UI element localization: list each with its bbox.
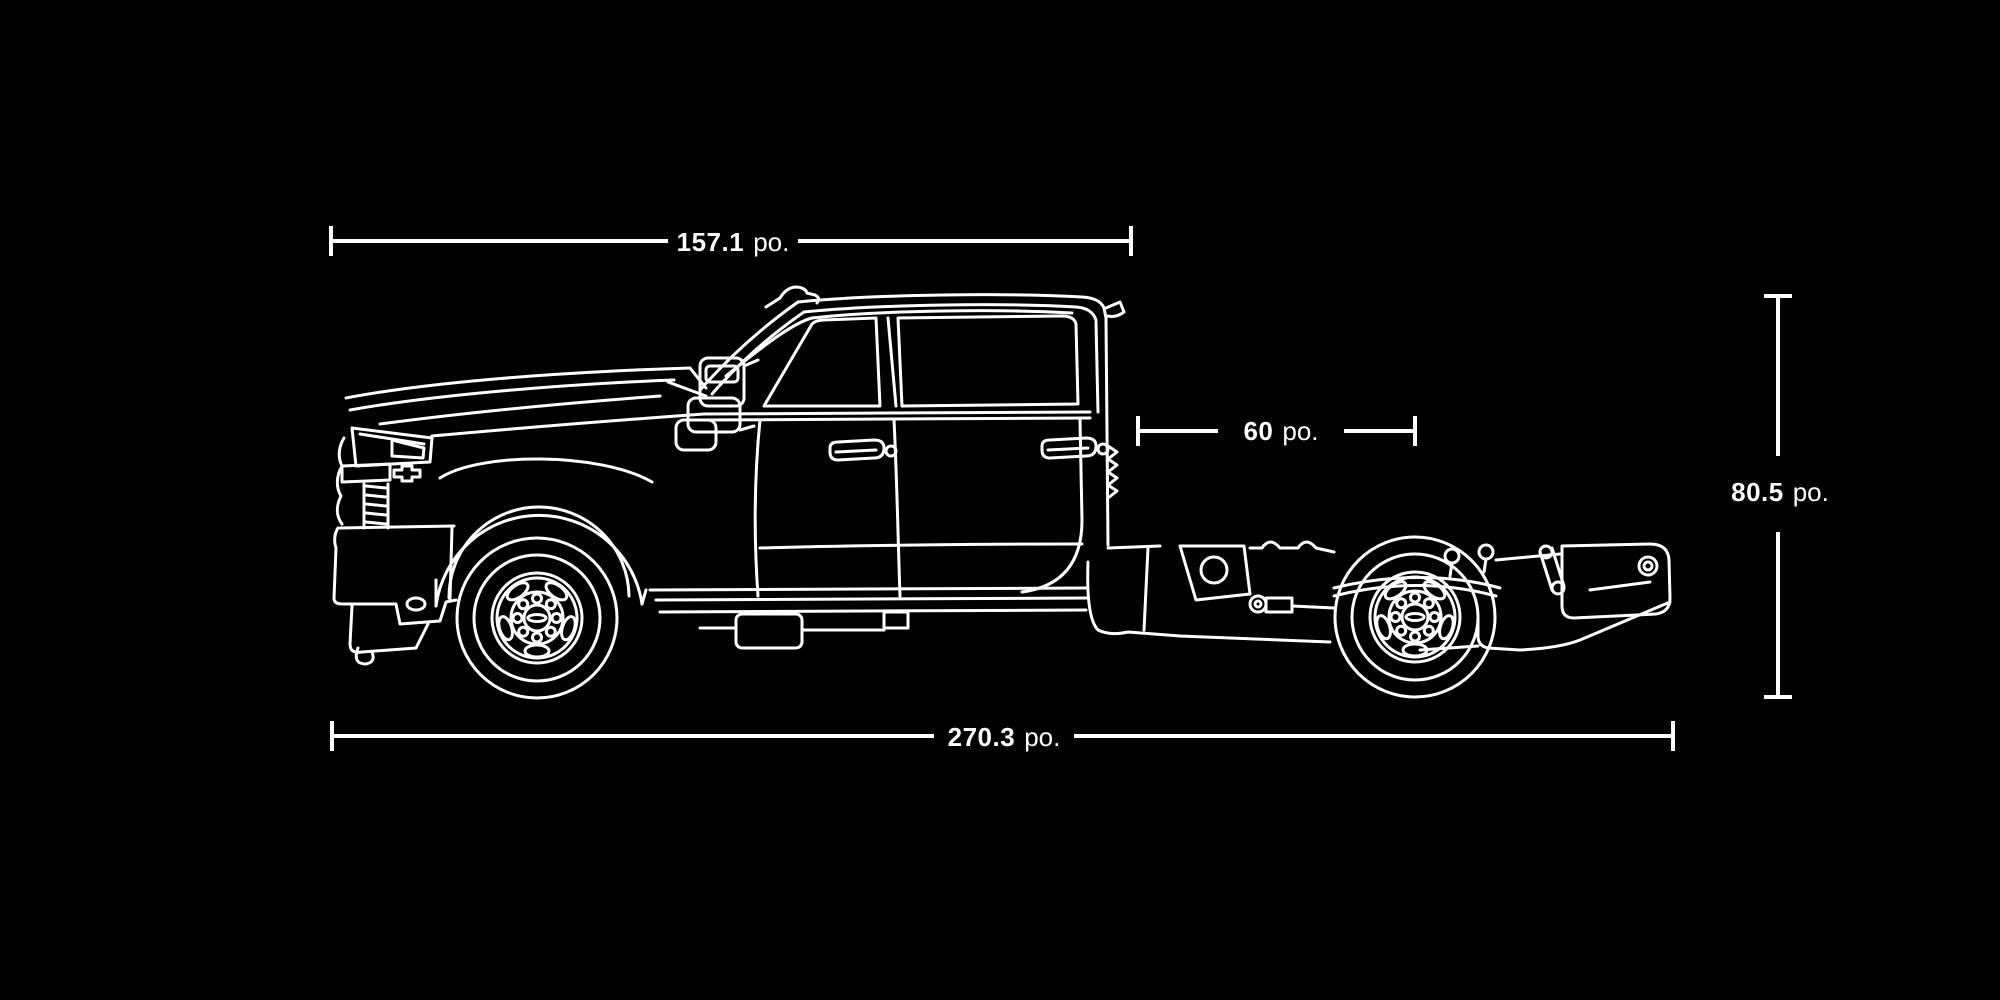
dimension-line-height (1764, 294, 1792, 699)
cab-doors (648, 410, 1110, 602)
side-mirror (674, 356, 760, 452)
underbody (658, 608, 1088, 650)
front-fender (430, 412, 706, 608)
roof (764, 285, 1126, 322)
cab-back (1086, 316, 1130, 636)
rear-wheel (1333, 535, 1497, 699)
hood (344, 366, 692, 426)
dimension-line-cab-to-axle (1136, 416, 1417, 446)
truck-outline (332, 285, 1672, 700)
windshield (666, 300, 814, 398)
dimension-lines (329, 226, 1792, 751)
front-door-handle (828, 438, 898, 462)
side-windows (762, 314, 1100, 414)
front-bumper (332, 524, 458, 666)
roof-marker-lamps (764, 285, 821, 309)
chassis-frame (1106, 540, 1672, 652)
dimension-line-overall-length (330, 721, 1675, 751)
dimension-line-top (329, 226, 1133, 256)
rear-door-handle (1040, 436, 1110, 460)
front-wheel (455, 536, 619, 700)
front-grille (335, 426, 434, 530)
